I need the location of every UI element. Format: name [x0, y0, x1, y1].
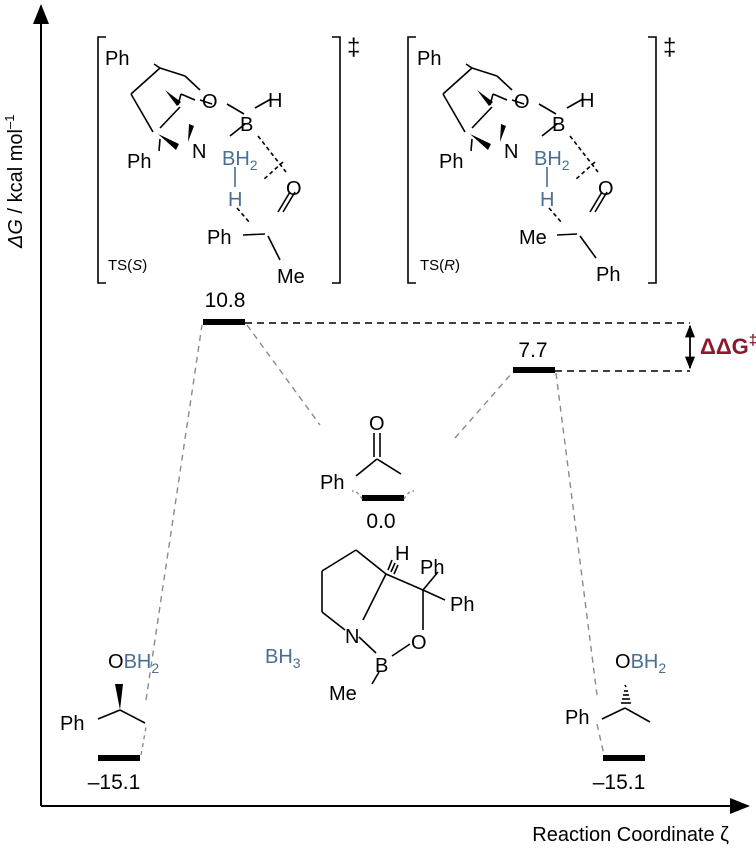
svg-text:Ph: Ph: [450, 594, 474, 616]
ddg-label: ΔΔG‡: [700, 332, 756, 359]
energy-level-product-left: –15.1: [88, 755, 141, 794]
product-right-obh2: OBH2: [615, 651, 666, 676]
reaction-path-connectors: [145, 324, 605, 756]
svg-text:H: H: [228, 189, 242, 211]
connector-ts-s-to-reactant: [246, 324, 321, 426]
ts-r-bonds: [442, 63, 584, 152]
svg-text:Me: Me: [519, 227, 547, 249]
energy-value-reactant: 0.0: [366, 510, 395, 533]
acetophenone-structure: O Ph: [320, 413, 402, 494]
transition-state-r: ‡ TS(R): [407, 34, 676, 286]
svg-text:O: O: [369, 413, 385, 435]
product-left-structure: OBH2 Ph: [60, 651, 159, 735]
svg-text:Me: Me: [277, 266, 305, 288]
borane-bh3: BH3: [265, 646, 301, 671]
ts-s-dashed-bonds: [236, 135, 287, 224]
svg-text:H: H: [580, 90, 594, 112]
ts-s-bracket-right: [332, 36, 341, 284]
cbs-catalyst-structure: H Ph Ph N O B Me BH3: [265, 543, 474, 705]
connector-product-left-stub: [140, 726, 147, 756]
svg-text:B: B: [240, 114, 253, 136]
ts-s-dagger: ‡: [347, 34, 360, 61]
product-left-obh2: OBH2: [108, 651, 159, 676]
ts-r-dashed-bonds: [548, 135, 599, 224]
svg-text:Ph: Ph: [105, 48, 129, 70]
svg-text:O: O: [286, 178, 302, 200]
svg-text:Ph: Ph: [127, 151, 151, 173]
ts-s-tag: TS(S): [108, 257, 147, 274]
svg-text:H: H: [395, 543, 409, 565]
connector-reactant-stub-left: [351, 490, 363, 500]
svg-text:O: O: [514, 91, 530, 113]
svg-text:H: H: [540, 189, 554, 211]
energy-value-ts-r: 7.7: [518, 339, 547, 362]
svg-text:B: B: [552, 114, 565, 136]
svg-text:O: O: [202, 91, 218, 113]
connector-product-left-to-ts-s: [145, 324, 203, 701]
ts-s-bonds: [130, 63, 272, 152]
svg-text:Ph: Ph: [420, 557, 444, 579]
svg-text:O: O: [598, 178, 614, 200]
energy-level-reactant: 0.0: [362, 495, 404, 533]
ts-r-bracket-left: [407, 36, 416, 284]
ts-r-dagger: ‡: [663, 34, 676, 61]
svg-text:Ph: Ph: [439, 151, 463, 173]
svg-text:N: N: [345, 626, 359, 648]
energy-value-ts-s: 10.8: [205, 289, 246, 312]
transition-state-s: ‡ TS(S): [97, 34, 360, 288]
ddg-bracket: ΔΔG‡: [245, 322, 756, 372]
svg-text:O: O: [411, 632, 427, 654]
energy-level-ts-s: 10.8: [203, 289, 245, 325]
svg-text:N: N: [504, 141, 518, 163]
svg-text:Ph: Ph: [417, 48, 441, 70]
svg-text:N: N: [192, 141, 206, 163]
svg-text:H: H: [268, 90, 282, 112]
ts-r-tag: TS(R): [420, 257, 460, 274]
ts-s-borane: BH2: [222, 148, 258, 173]
energy-value-product-right: –15.1: [593, 771, 646, 794]
y-axis-label: ΔG / kcal mol–1: [2, 115, 27, 249]
connector-reactant-to-ts-r: [454, 372, 513, 439]
ts-r-bracket-right: [648, 36, 657, 284]
svg-text:Ph: Ph: [320, 472, 344, 494]
svg-text:B: B: [375, 655, 388, 677]
product-right-structure: OBH2 Ph: [565, 651, 666, 729]
svg-text:Ph: Ph: [207, 227, 231, 249]
ts-s-bracket-left: [97, 36, 106, 284]
ts-r-borane: BH2: [534, 148, 570, 173]
energy-level-product-right: –15.1: [593, 755, 646, 794]
connector-ts-r-to-product-right: [555, 372, 598, 696]
energy-level-ts-r: 7.7: [513, 339, 555, 373]
energy-value-product-left: –15.1: [88, 771, 141, 794]
connector-reactant-stub-right: [403, 490, 415, 500]
x-axis-label: Reaction Coordinate ζ: [532, 824, 729, 846]
svg-text:Ph: Ph: [60, 713, 84, 735]
svg-text:Ph: Ph: [596, 264, 620, 286]
connector-product-right-stub: [596, 723, 605, 756]
svg-text:Ph: Ph: [565, 707, 589, 729]
svg-text:Me: Me: [329, 683, 357, 705]
